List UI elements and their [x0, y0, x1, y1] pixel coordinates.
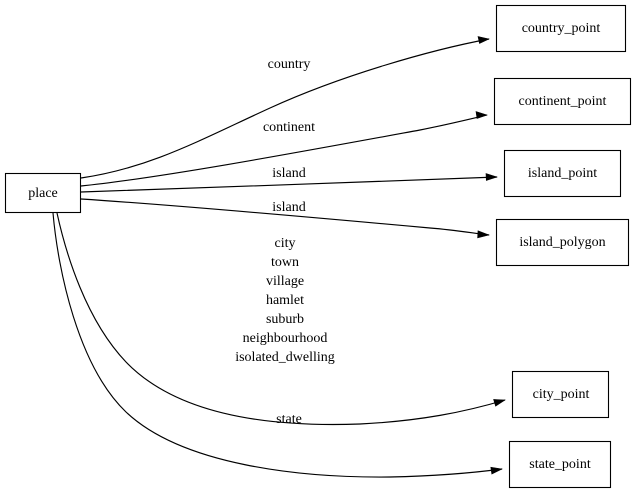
edge-label-country: country	[268, 57, 311, 72]
node-island-polygon-label: island_polygon	[519, 235, 605, 250]
node-place-box	[4, 172, 82, 214]
edge-place-to-country-point[interactable]	[80, 36, 490, 179]
node-city-point-label: city_point	[533, 387, 590, 402]
arrow-head-country	[477, 36, 490, 44]
node-island-polygon-box	[495, 218, 630, 267]
arrow-head-state	[490, 466, 503, 475]
edge-place-to-state-point[interactable]	[52, 212, 503, 478]
edge-label-city-line-neighbourhood: neighbourhood	[243, 331, 328, 346]
node-continent-point[interactable]: continent_point	[493, 77, 632, 126]
edge-place-to-island-point[interactable]	[80, 173, 498, 193]
edge-label-city-line-isolated-dwelling: isolated_dwelling	[235, 350, 335, 365]
node-city-point[interactable]: city_point	[511, 370, 610, 419]
node-state-point-label: state_point	[529, 457, 591, 472]
edge-label-city-line-suburb: suburb	[266, 312, 304, 327]
edge-label-island-point: island	[272, 166, 305, 181]
node-island-polygon[interactable]: island_polygon	[495, 218, 630, 267]
edge-label-group: country continent island island city tow…	[235, 57, 335, 427]
edge-label-city-line-hamlet: hamlet	[266, 293, 304, 308]
node-city-point-box	[511, 370, 610, 419]
edge-path-city	[56, 212, 506, 426]
edge-place-to-island-polygon[interactable]	[80, 198, 491, 239]
edge-path-country	[80, 38, 490, 179]
node-group: place country_point continent_point isla…	[4, 4, 632, 489]
node-island-point-label: island_point	[528, 166, 597, 181]
node-country-point-label: country_point	[522, 21, 601, 36]
arrow-head-continent	[475, 111, 488, 119]
node-island-point[interactable]: island_point	[503, 149, 622, 198]
node-island-point-box	[503, 149, 622, 198]
node-continent-point-box	[493, 77, 632, 126]
edge-place-to-city-point[interactable]	[56, 212, 506, 426]
arrow-head-island-point	[485, 173, 498, 181]
edge-label-city-line-town: town	[271, 255, 299, 270]
edge-path-island-point	[80, 176, 498, 193]
edge-path-state	[52, 212, 503, 478]
edge-path-continent	[80, 114, 488, 187]
edge-label-city-line-city: city	[275, 236, 296, 251]
edge-label-island-polygon: island	[272, 200, 305, 215]
node-place[interactable]: place	[4, 172, 82, 214]
edge-place-to-continent-point[interactable]	[80, 111, 488, 187]
node-state-point[interactable]: state_point	[508, 440, 612, 489]
node-country-point-box	[495, 4, 627, 53]
edge-path-island-polygon	[80, 198, 490, 236]
edge-label-state: state	[276, 412, 302, 427]
node-place-label: place	[28, 186, 58, 201]
node-country-point[interactable]: country_point	[495, 4, 627, 53]
arrow-head-island-polygon	[477, 230, 491, 239]
arrow-head-city	[493, 399, 506, 407]
node-continent-point-label: continent_point	[519, 94, 607, 109]
edge-label-city-line-village: village	[266, 274, 304, 289]
edge-label-city-multiline: city town village hamlet suburb neighbou…	[235, 236, 335, 365]
edge-group	[52, 36, 506, 478]
edge-label-continent: continent	[263, 120, 315, 135]
node-state-point-box	[508, 440, 612, 489]
